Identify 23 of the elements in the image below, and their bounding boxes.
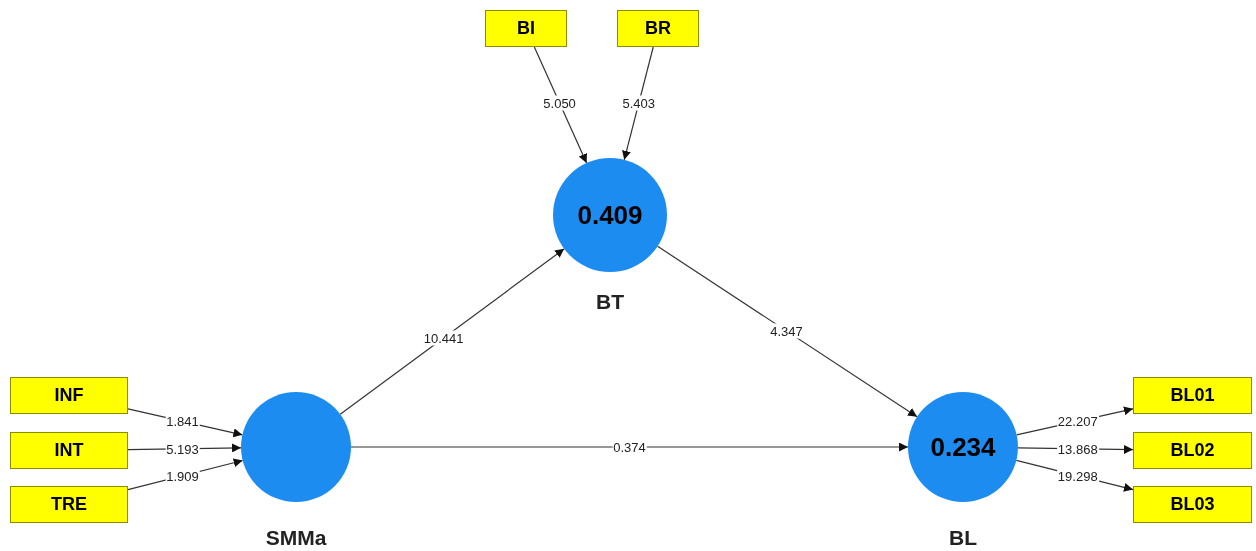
edge-label: 5.403 bbox=[621, 95, 657, 111]
edge-label: 1.909 bbox=[165, 468, 200, 484]
indicator-box: TRE bbox=[10, 486, 128, 523]
indicator-box: BL01 bbox=[1133, 377, 1252, 414]
edge-label: 5.050 bbox=[542, 95, 577, 111]
arrow bbox=[533, 46, 588, 164]
construct-label: BT bbox=[596, 290, 624, 314]
edge-label: 10.441 bbox=[422, 330, 465, 346]
arrow bbox=[657, 245, 918, 418]
edge-label: 4.347 bbox=[769, 323, 804, 339]
arrow bbox=[622, 46, 654, 161]
arrow bbox=[339, 248, 565, 415]
construct-label: BL bbox=[949, 526, 977, 550]
indicator-box: INT bbox=[10, 432, 128, 469]
edge-label: 1.841 bbox=[165, 413, 200, 429]
indicator-box: BR bbox=[617, 10, 699, 47]
indicator-box: BL02 bbox=[1133, 432, 1252, 469]
edge-label: 22.207 bbox=[1056, 413, 1099, 429]
arrow bbox=[350, 442, 909, 452]
indicator-box: INF bbox=[10, 377, 128, 414]
indicator-box: BL03 bbox=[1133, 486, 1252, 523]
indicator-box: BI bbox=[485, 10, 567, 47]
construct-label: SMMa bbox=[265, 526, 327, 550]
